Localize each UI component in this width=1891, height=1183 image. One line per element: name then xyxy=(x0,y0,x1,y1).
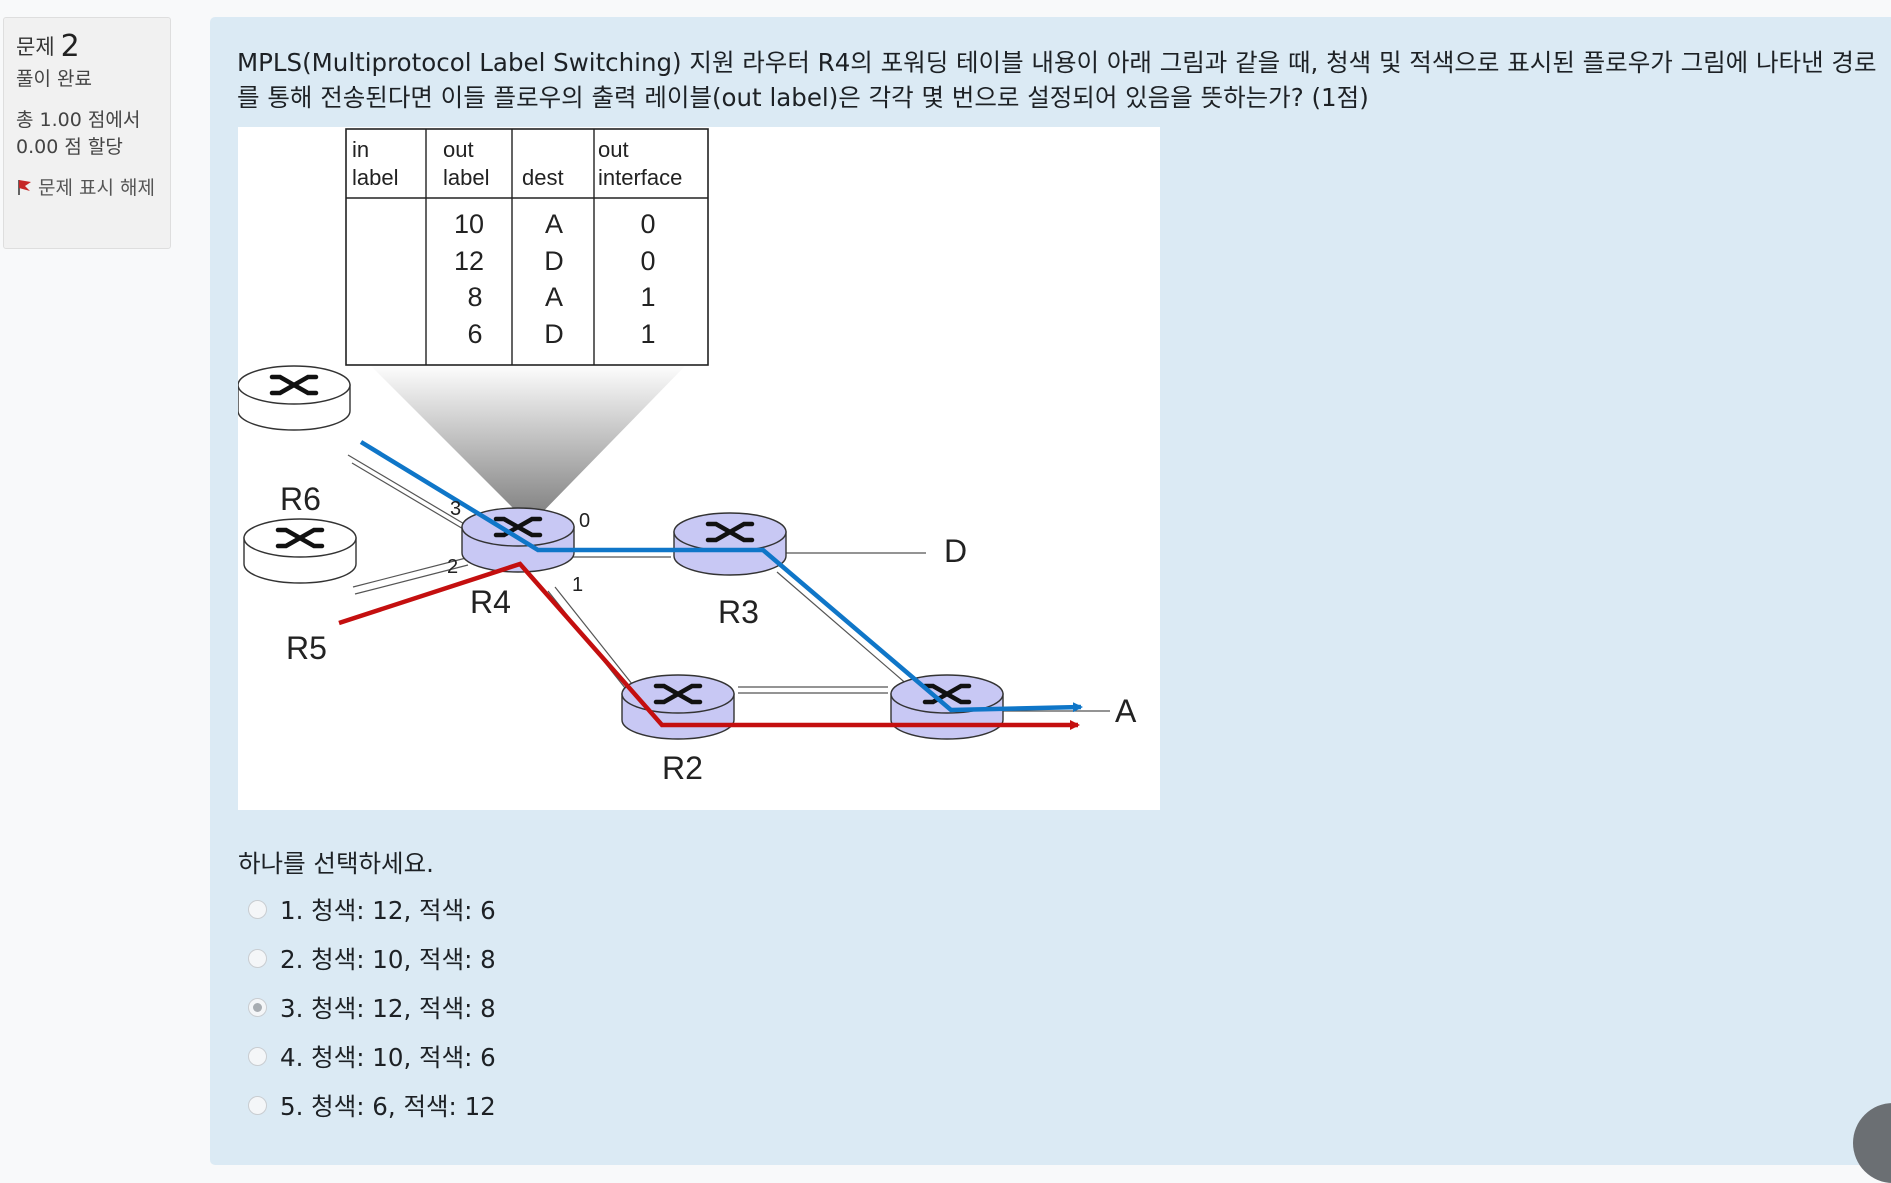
grade-line-2: 0.00 점 할당 xyxy=(16,136,123,158)
unflag-question-link[interactable]: 문제 표시 해제 xyxy=(16,175,158,202)
interface-0: 0 xyxy=(579,510,590,532)
question-text: MPLS(Multiprotocol Label Switching) 지원 라… xyxy=(237,48,1877,112)
cell-iface-2: 0 xyxy=(640,246,655,276)
answer-option-4[interactable]: 4. 청색: 10, 적색: 6 xyxy=(248,1032,496,1081)
blue-flow-path xyxy=(359,440,1083,713)
answer-label-2: 2. 청색: 10, 적색: 8 xyxy=(280,945,496,974)
flag-icon xyxy=(16,177,34,195)
router-r6-icon xyxy=(269,374,319,396)
cell-out-3: 8 xyxy=(467,282,482,312)
question-number: 2 xyxy=(60,29,80,64)
header-in-1: in xyxy=(352,137,369,162)
answer-list: 1. 청색: 12, 적색: 6 2. 청색: 10, 적색: 8 3. 청색:… xyxy=(248,885,496,1130)
grade-line-1: 총 1.00 점에서 xyxy=(16,109,141,131)
cell-out-4: 6 xyxy=(467,319,482,349)
question-label: 문제 xyxy=(16,35,55,59)
radio-option-1[interactable] xyxy=(248,900,267,919)
router-r3-icon xyxy=(705,521,755,543)
router-r3 xyxy=(673,512,787,576)
answer-label-3: 3. 청색: 12, 적색: 8 xyxy=(280,994,496,1023)
answer-label-4: 4. 청색: 10, 적색: 6 xyxy=(280,1043,496,1072)
radio-option-5[interactable] xyxy=(248,1096,267,1115)
label-r2: R2 xyxy=(662,750,703,786)
router-r6 xyxy=(237,365,351,431)
label-r3: R3 xyxy=(718,594,759,630)
cell-out-1: 10 xyxy=(454,209,484,239)
answer-label-5: 5. 청색: 6, 적색: 12 xyxy=(280,1092,496,1121)
flag-label: 문제 표시 해제 xyxy=(38,177,155,199)
cell-dest-2: D xyxy=(544,246,564,276)
radio-option-2[interactable] xyxy=(248,949,267,968)
question-grade: 총 1.00 점에서 0.00 점 할당 xyxy=(16,107,158,161)
label-r6: R6 xyxy=(280,481,321,517)
red-flow-path xyxy=(338,561,1080,730)
answer-label-1: 1. 청색: 12, 적색: 6 xyxy=(280,896,496,925)
label-r5: R5 xyxy=(286,630,327,666)
radio-option-3[interactable] xyxy=(248,998,267,1017)
answer-option-1[interactable]: 1. 청색: 12, 적색: 6 xyxy=(248,885,496,934)
dest-d-label: D xyxy=(944,533,967,569)
router-r5 xyxy=(243,518,357,584)
router-r5-icon xyxy=(275,527,325,549)
router-r4 xyxy=(461,507,575,573)
header-dest: dest xyxy=(522,165,564,190)
interface-3: 3 xyxy=(450,498,461,520)
cell-iface-1: 0 xyxy=(640,209,655,239)
answer-prompt: 하나를 선택하세요. xyxy=(238,849,434,878)
forwarding-table: in label out label dest out interface 10… xyxy=(345,128,709,366)
cell-dest-1: A xyxy=(545,209,563,239)
header-iface-1: out xyxy=(598,137,629,162)
mpls-network-figure: in label out label dest out interface 10… xyxy=(237,127,1160,810)
cell-dest-4: D xyxy=(544,319,564,349)
router-r2-icon xyxy=(653,683,703,705)
cell-out-2: 12 xyxy=(454,246,484,276)
dest-a-label: A xyxy=(1115,693,1137,729)
interface-2: 2 xyxy=(447,556,458,578)
cell-dest-3: A xyxy=(545,282,563,312)
router-r1-icon xyxy=(922,683,972,705)
header-iface-2: interface xyxy=(598,165,682,190)
answer-option-3[interactable]: 3. 청색: 12, 적색: 8 xyxy=(248,983,496,1032)
interface-1: 1 xyxy=(572,574,583,596)
label-r4: R4 xyxy=(470,584,511,620)
answer-option-5[interactable]: 5. 청색: 6, 적색: 12 xyxy=(248,1081,496,1130)
cell-iface-4: 1 xyxy=(640,319,655,349)
header-out-2: label xyxy=(443,165,489,190)
cell-iface-3: 1 xyxy=(640,282,655,312)
question-state: 풀이 완료 xyxy=(16,68,92,90)
table-pointer-funnel xyxy=(368,363,688,525)
question-content: MPLS(Multiprotocol Label Switching) 지원 라… xyxy=(210,17,1891,1165)
header-in-2: label xyxy=(352,165,398,190)
router-r4-icon xyxy=(493,516,543,538)
radio-option-4[interactable] xyxy=(248,1047,267,1066)
answer-option-2[interactable]: 2. 청색: 10, 적색: 8 xyxy=(248,934,496,983)
router-r2 xyxy=(621,674,735,740)
header-out-1: out xyxy=(443,137,474,162)
